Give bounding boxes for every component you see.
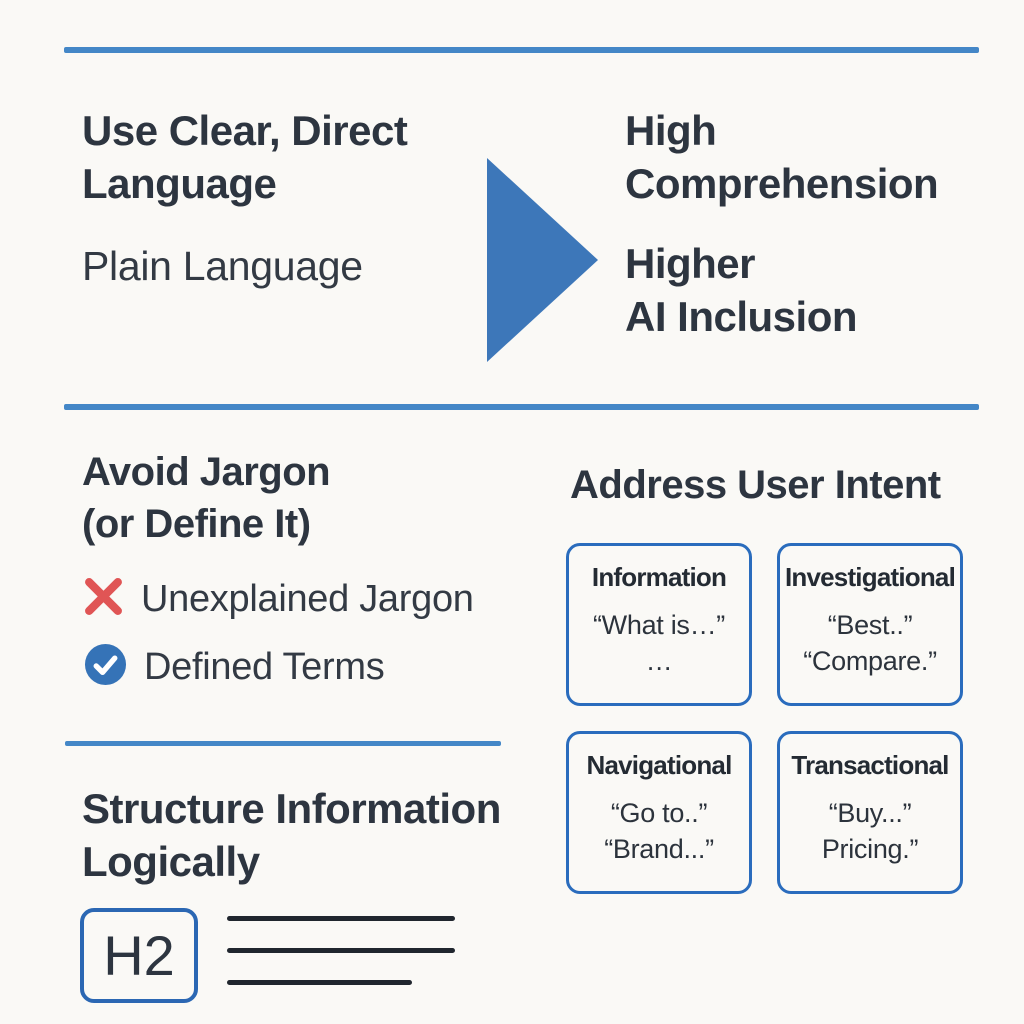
jargon-dont-label: Unexplained Jargon [141, 577, 474, 620]
intent-card-title: Investigational [784, 562, 956, 592]
document-text-line [227, 948, 455, 953]
middle-divider-line [64, 404, 979, 410]
top-divider-line [64, 47, 979, 53]
intent-card-information: Information “What is…” … [566, 543, 752, 706]
intent-card-transactional: Transactional “Buy...” Pricing.” [777, 731, 963, 894]
intent-card-investigational: Investigational “Best..” “Compare.” [777, 543, 963, 706]
jargon-section-heading: Avoid Jargon (or Define It) [82, 450, 331, 546]
intent-card-examples: “What is…” … [592, 610, 725, 676]
jargon-do-label: Defined Terms [144, 645, 385, 688]
cross-icon [83, 576, 124, 622]
clarity-example-text: Plain Language [82, 243, 363, 289]
intent-card-title: Navigational [586, 750, 733, 780]
h2-tag-box: H2 [80, 908, 198, 1003]
document-text-line [227, 980, 412, 985]
clarity-section-heading: Use Clear, Direct Language [82, 107, 408, 207]
h2-tag-label: H2 [103, 924, 175, 987]
document-text-line [227, 916, 455, 921]
bottom-divider-line [65, 741, 501, 746]
intent-card-title: Transactional [791, 750, 949, 780]
check-circle-icon [84, 643, 127, 691]
intent-card-examples: “Go to..” “Brand...” [604, 798, 714, 864]
right-arrow-icon [487, 158, 598, 362]
intent-card-navigational: Navigational “Go to..” “Brand...” [566, 731, 752, 894]
result-higher-ai-inclusion: Higher AI Inclusion [625, 240, 858, 340]
jargon-do-row: Defined Terms [84, 643, 385, 691]
intent-section-heading: Address User Intent [570, 463, 941, 507]
intent-card-title: Information [591, 562, 727, 592]
result-high-comprehension: High Comprehension [625, 107, 939, 207]
structure-section-heading: Structure Information Logically [82, 785, 501, 885]
jargon-dont-row: Unexplained Jargon [83, 576, 474, 622]
intent-card-examples: “Buy...” Pricing.” [821, 798, 919, 864]
intent-card-examples: “Best..” “Compare.” [803, 610, 937, 676]
